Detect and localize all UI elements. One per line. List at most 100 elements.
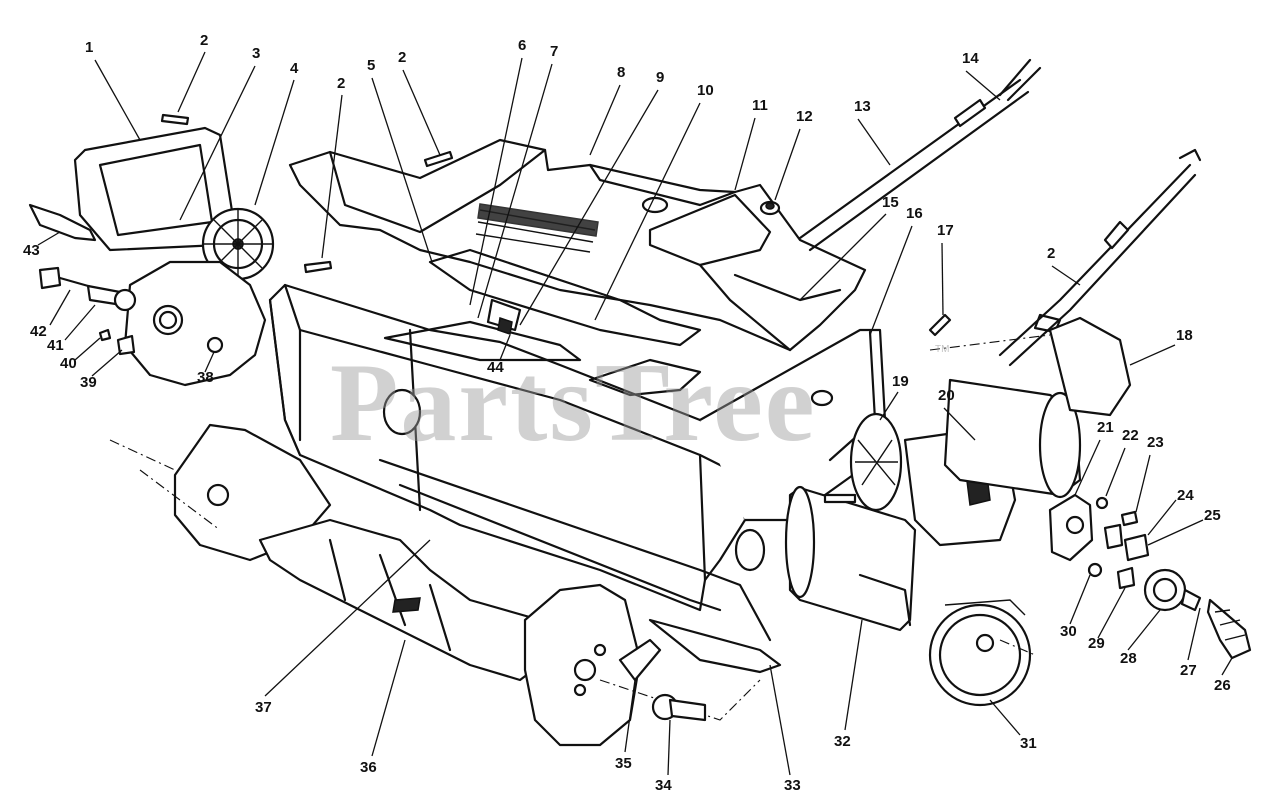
callout-leader-16 <box>869 225 913 336</box>
callout-leader-41 <box>64 304 96 341</box>
callout-number-27: 27 <box>1180 662 1197 679</box>
callout-leader-12 <box>774 128 801 201</box>
callout-leader-24 <box>1147 499 1177 536</box>
callout-number-43: 43 <box>23 242 40 259</box>
callout-leader-36 <box>371 639 406 757</box>
auger-assembly <box>109 423 761 747</box>
callout-number-29: 29 <box>1088 635 1105 652</box>
left-drive-components <box>28 126 275 387</box>
callout-number-42: 42 <box>30 323 47 340</box>
callout-number-15: 15 <box>882 194 899 211</box>
callout-leader-29 <box>1097 587 1126 639</box>
callout-leader-37 <box>264 539 431 697</box>
callout-number-13: 13 <box>854 98 871 115</box>
callout-leader-2 <box>177 51 206 113</box>
callout-number-35: 35 <box>615 755 632 772</box>
callout-leader-13 <box>857 118 891 166</box>
callout-number-2: 2 <box>398 49 406 66</box>
watermark-text: PartsTree <box>330 341 817 465</box>
callout-leader-7 <box>477 63 553 319</box>
callout-leader-20 <box>943 407 976 441</box>
discharge-chute-assembly <box>288 138 867 352</box>
callout-number-2: 2 <box>337 75 345 92</box>
right-drive-components <box>784 316 1132 707</box>
callout-number-36: 36 <box>360 759 377 776</box>
callout-leader-34 <box>667 719 671 776</box>
callout-leader-2 <box>1051 265 1081 286</box>
callout-number-18: 18 <box>1176 327 1193 344</box>
callout-number-22: 22 <box>1122 427 1139 444</box>
callout-leader-5 <box>371 77 433 263</box>
callout-leader-40 <box>74 337 101 361</box>
callout-number-17: 17 <box>937 222 954 239</box>
callout-number-25: 25 <box>1204 507 1221 524</box>
callout-leader-33 <box>769 664 791 776</box>
callout-leader-1 <box>94 59 141 141</box>
callout-number-6: 6 <box>518 37 526 54</box>
callout-leader-31 <box>989 699 1021 736</box>
callout-leader-2 <box>402 69 441 156</box>
callout-number-7: 7 <box>550 43 558 60</box>
callout-number-32: 32 <box>834 733 851 750</box>
callout-leader-10 <box>594 102 701 321</box>
callout-leader-18 <box>1129 344 1176 366</box>
callout-leader-8 <box>589 84 621 156</box>
callout-leader-44 <box>499 334 511 361</box>
small-hardware <box>1048 493 1252 660</box>
callout-number-8: 8 <box>617 64 625 81</box>
callout-leader-22 <box>1105 447 1126 497</box>
callout-number-39: 39 <box>80 374 97 391</box>
callout-number-16: 16 <box>906 205 923 222</box>
callout-leader-26 <box>1221 657 1233 676</box>
callout-number-2: 2 <box>1047 245 1055 262</box>
callout-leader-2 <box>321 94 343 259</box>
callout-leader-43 <box>37 231 61 246</box>
bearing-and-bolt <box>618 638 707 722</box>
callout-number-33: 33 <box>784 777 801 794</box>
callout-number-28: 28 <box>1120 650 1137 667</box>
callout-number-30: 30 <box>1060 623 1077 640</box>
callout-number-40: 40 <box>60 355 77 372</box>
watermark-tm: TM <box>935 344 949 355</box>
callout-leader-4 <box>254 79 295 206</box>
callout-number-12: 12 <box>796 108 813 125</box>
callout-number-31: 31 <box>1020 735 1037 752</box>
callout-number-20: 20 <box>938 387 955 404</box>
callout-leader-35 <box>624 679 636 753</box>
callout-number-34: 34 <box>655 777 672 794</box>
callout-leader-25 <box>1147 519 1204 546</box>
callout-number-9: 9 <box>656 69 664 86</box>
callout-leader-23 <box>1135 454 1151 513</box>
callout-leader-32 <box>844 619 863 731</box>
callout-number-1: 1 <box>85 39 93 56</box>
callout-leader-27 <box>1187 607 1201 661</box>
callout-number-4: 4 <box>290 60 299 77</box>
callout-number-10: 10 <box>697 82 714 99</box>
bolts <box>160 113 952 504</box>
callout-number-21: 21 <box>1097 419 1114 436</box>
callout-leader-11 <box>734 117 756 191</box>
callout-number-23: 23 <box>1147 434 1164 451</box>
callout-leader-17 <box>941 242 944 316</box>
callout-number-5: 5 <box>367 57 375 74</box>
callout-number-11: 11 <box>752 97 768 114</box>
callout-leader-14 <box>965 70 1001 101</box>
callout-leader-6 <box>469 57 523 306</box>
callout-number-14: 14 <box>962 50 979 67</box>
callout-leader-9 <box>519 89 659 326</box>
callout-number-3: 3 <box>252 45 260 62</box>
callout-leader-39 <box>91 349 123 377</box>
callout-leader-15 <box>799 213 887 301</box>
callout-leader-42 <box>49 289 71 326</box>
callout-leader-21 <box>1074 439 1101 496</box>
callout-number-37: 37 <box>255 699 272 716</box>
callout-number-26: 26 <box>1214 677 1231 694</box>
callout-leader-28 <box>1127 609 1161 651</box>
callout-number-38: 38 <box>197 369 214 386</box>
callout-leader-3 <box>179 65 256 221</box>
callout-leader-38 <box>204 351 215 373</box>
callout-number-2: 2 <box>200 32 208 49</box>
callout-leader-30 <box>1069 574 1091 625</box>
